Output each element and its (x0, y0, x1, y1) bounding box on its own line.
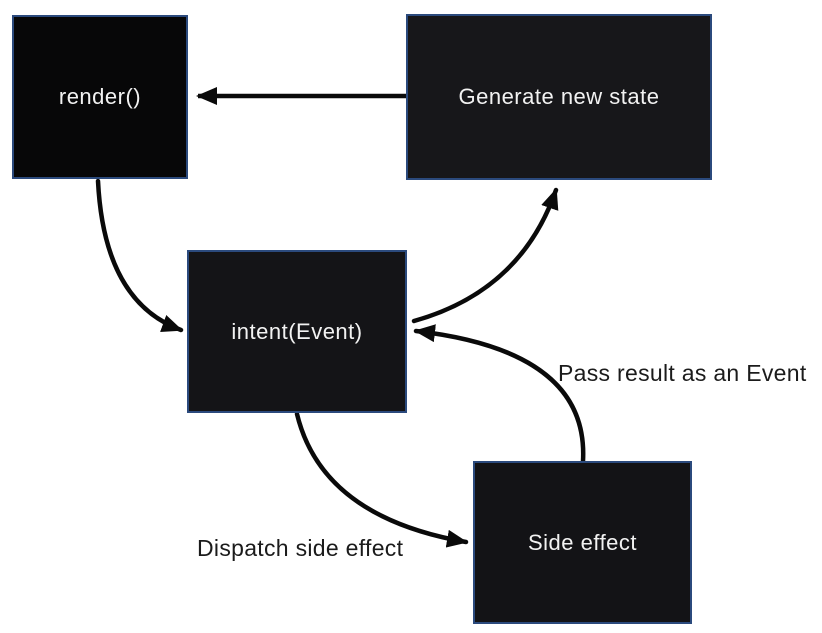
node-render-label: render() (58, 84, 142, 109)
node-generate-new-state: Generate new state (406, 14, 712, 180)
node-side-effect-label: Side effect (527, 529, 638, 555)
edge-side-effect-to-intent (413, 324, 586, 464)
node-generate-new-state-label: Generate new state (458, 84, 660, 109)
node-side-effect: Side effect (473, 461, 692, 624)
edge-render-to-intent (95, 178, 184, 333)
edge-label-pass-result: Pass result as an Event (558, 360, 807, 386)
node-intent-event: intent(Event) (187, 250, 407, 413)
node-render: render() (12, 15, 188, 179)
edge-intent-to-generate (411, 187, 559, 324)
node-intent-event-label: intent(Event) (231, 318, 363, 344)
edge-intent-to-side-effect (294, 411, 469, 548)
edge-label-dispatch-side-effect: Dispatch side effect (197, 535, 404, 561)
